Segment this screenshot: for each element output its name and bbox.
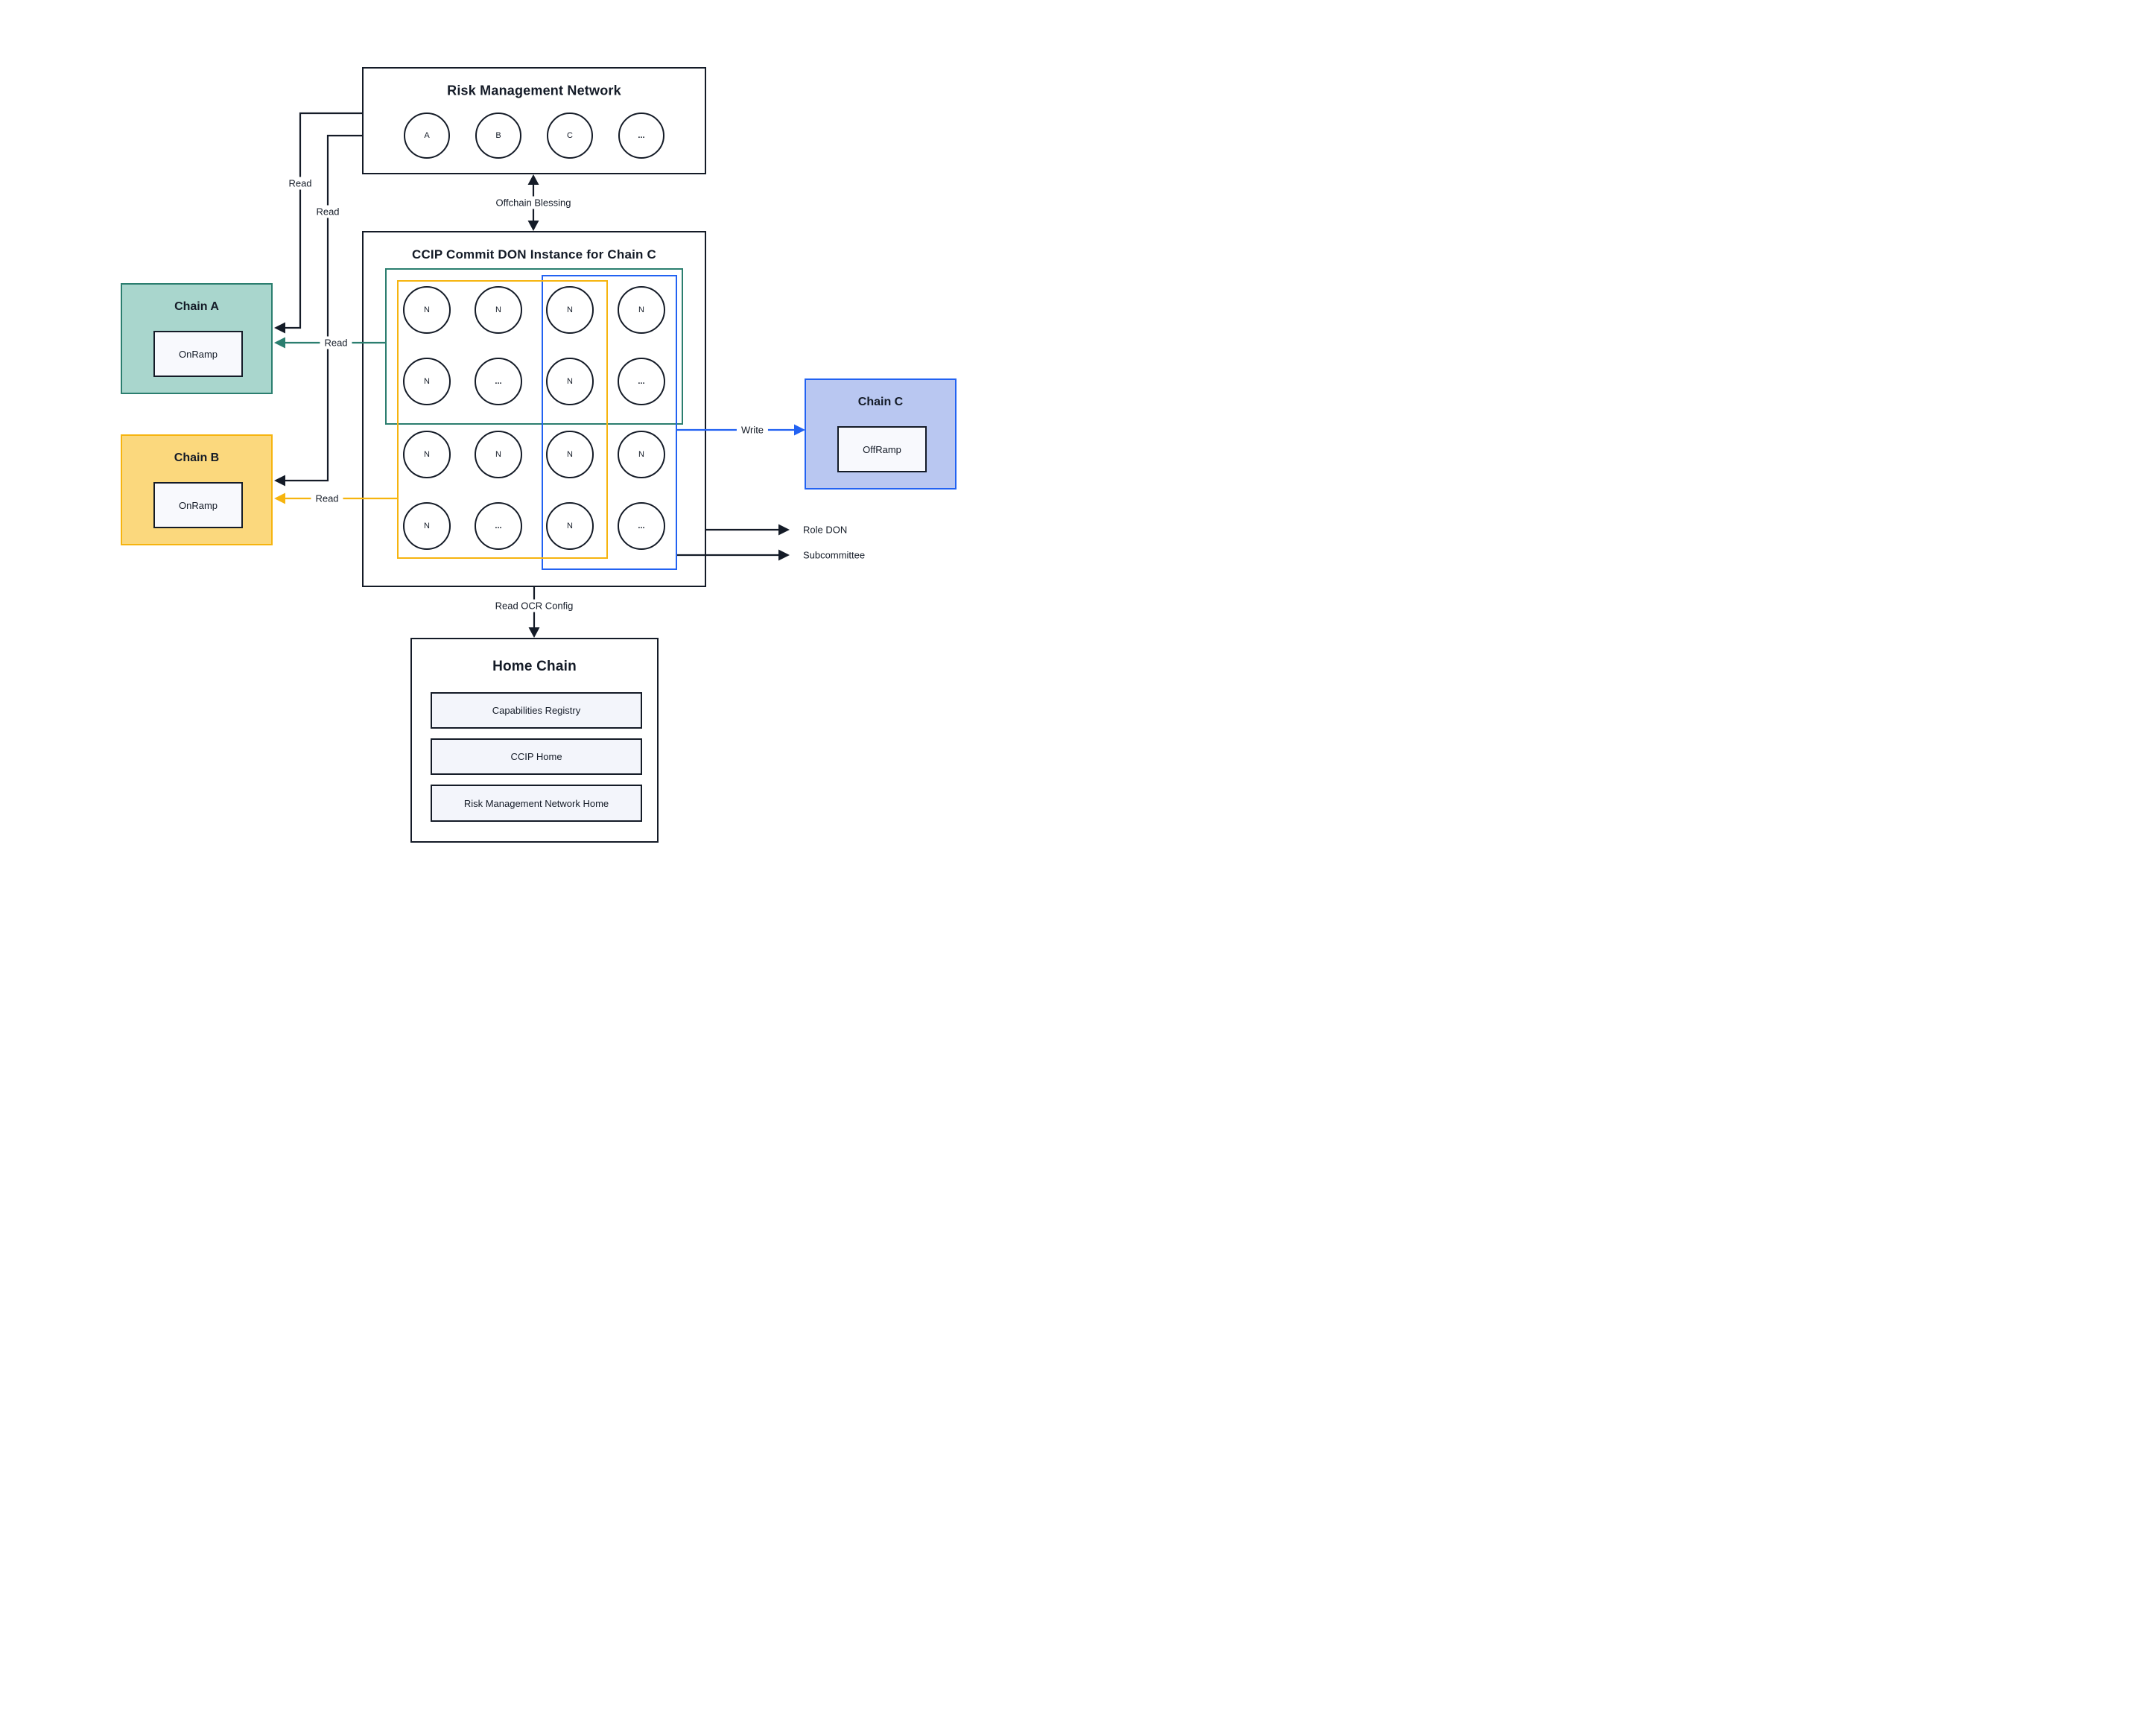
rmn-node-b: B — [475, 113, 521, 159]
chain-c-offramp-box: OffRamp — [837, 426, 927, 472]
don-node-label: N — [495, 450, 501, 459]
don-node-label: N — [495, 305, 501, 314]
subcommittee-label: Subcommittee — [803, 549, 866, 561]
don-node-r1c4: N — [618, 286, 665, 334]
write-label: Write — [736, 423, 769, 437]
don-node-label: ... — [495, 522, 502, 530]
don-node-label: N — [567, 522, 573, 530]
rmn-node-c-label: C — [567, 131, 573, 140]
rmn-home-label: Risk Management Network Home — [463, 797, 609, 809]
rmn-node-more-label: ... — [638, 131, 645, 140]
don-node-r3c4: N — [618, 431, 665, 478]
capabilities-registry-label: Capabilities Registry — [492, 705, 581, 716]
don-node-r2c4: ... — [618, 358, 665, 405]
chain-c-offramp-label: OffRamp — [863, 443, 901, 455]
don-node-r1c1: N — [403, 286, 451, 334]
don-node-label: N — [424, 305, 430, 314]
don-node-label: N — [424, 450, 430, 459]
read-label-1: Read — [284, 177, 317, 190]
don-node-label: ... — [638, 522, 645, 530]
don-node-r2c3: N — [546, 358, 594, 405]
blue-subcommittee-rect — [542, 275, 677, 570]
chain-b-onramp-box: OnRamp — [153, 482, 243, 528]
ccip-commit-don-title: CCIP Commit DON Instance for Chain C — [411, 247, 657, 262]
read-label-teal: Read — [320, 336, 352, 349]
chain-a-title: Chain A — [174, 300, 219, 313]
rmn-node-a: A — [404, 113, 450, 159]
rmn-node-c: C — [547, 113, 593, 159]
don-node-label: N — [424, 522, 430, 530]
rmn-node-a-label: A — [424, 131, 430, 140]
don-node-label: N — [567, 305, 573, 314]
read-ocr-config-label: Read OCR Config — [490, 599, 578, 612]
don-node-r3c3: N — [546, 431, 594, 478]
don-node-r1c3: N — [546, 286, 594, 334]
offchain-blessing-label: Offchain Blessing — [491, 196, 576, 209]
read-label-2: Read — [311, 205, 344, 218]
don-node-r3c1: N — [403, 431, 451, 478]
don-node-r4c1: N — [403, 502, 451, 550]
chain-a-onramp-label: OnRamp — [178, 348, 218, 360]
chain-a-onramp-box: OnRamp — [153, 331, 243, 377]
read-label-yellow: Read — [311, 492, 343, 505]
don-node-label: N — [424, 377, 430, 386]
don-node-label: ... — [495, 377, 502, 386]
don-node-r4c2: ... — [475, 502, 522, 550]
don-node-r3c2: N — [475, 431, 522, 478]
chain-a-box: Chain A OnRamp — [121, 283, 273, 394]
don-node-label: N — [567, 377, 573, 386]
chain-b-title: Chain B — [174, 452, 220, 464]
chain-b-onramp-label: OnRamp — [178, 499, 218, 511]
capabilities-registry-box: Capabilities Registry — [431, 692, 642, 729]
don-node-label: N — [638, 450, 644, 459]
ccip-home-box: CCIP Home — [431, 738, 642, 775]
read-arrow-rmn-to-chain-a — [274, 112, 362, 334]
rmn-node-more: ... — [618, 113, 664, 159]
don-node-r2c2: ... — [475, 358, 522, 405]
chain-c-box: Chain C OffRamp — [805, 378, 957, 490]
risk-management-network-title: Risk Management Network — [447, 83, 621, 98]
role-don-label: Role DON — [803, 524, 848, 536]
read-ocr-config-arrow — [528, 587, 540, 638]
don-node-r2c1: N — [403, 358, 451, 405]
ccip-home-label: CCIP Home — [510, 751, 562, 762]
chain-b-box: Chain B OnRamp — [121, 434, 273, 545]
don-node-r4c4: ... — [618, 502, 665, 550]
home-chain-box: Home Chain Capabilities Registry CCIP Ho… — [410, 638, 659, 843]
role-don-arrow — [706, 524, 790, 536]
don-node-label: ... — [638, 377, 645, 386]
teal-blessing-group-rect — [385, 268, 683, 425]
rmn-home-box: Risk Management Network Home — [431, 785, 642, 822]
yellow-group-rect — [397, 280, 608, 559]
chain-c-title: Chain C — [857, 396, 904, 408]
home-chain-title: Home Chain — [492, 659, 577, 674]
don-node-label: N — [567, 450, 573, 459]
don-node-r1c2: N — [475, 286, 522, 334]
don-node-label: N — [638, 305, 644, 314]
ccip-architecture-diagram: Risk Management Network A B C ... CCIP C… — [0, 0, 1068, 868]
don-node-r4c3: N — [546, 502, 594, 550]
rmn-node-b-label: B — [495, 131, 501, 140]
